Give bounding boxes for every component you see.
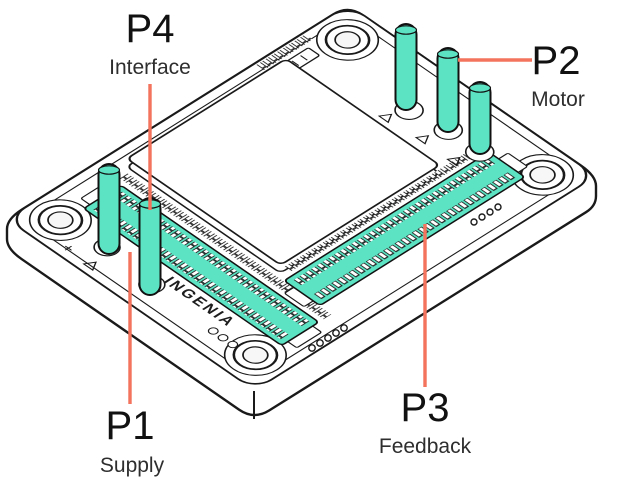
p3-body [284, 152, 525, 306]
polarity-triangle [414, 135, 430, 145]
leader-lines [128, 58, 532, 404]
p1-label: P1 [106, 404, 155, 448]
rim-vias [207, 327, 239, 349]
p1-supply-pins [97, 163, 162, 296]
polarity-triangle [377, 113, 393, 124]
mounting-hole-left [28, 199, 92, 241]
polarity-triangle [446, 156, 461, 167]
p3-label: P3 [401, 386, 450, 430]
pad-row [283, 152, 474, 272]
p2-label: P2 [532, 39, 581, 83]
chip-shield-top [128, 59, 439, 264]
p2-pin [468, 81, 492, 155]
p2-sublabel: Motor [531, 88, 585, 111]
board-inner-rim [29, 19, 574, 376]
p4-label: P4 [126, 7, 175, 51]
p4-pin-row [113, 190, 311, 327]
p1-pin [97, 163, 121, 255]
p3-pin-row [313, 171, 517, 300]
edge-vias [308, 203, 502, 352]
board-top-face: + INGENIA [15, 10, 588, 385]
p2-pin [394, 23, 418, 111]
mounting-hole-bottom [223, 334, 287, 376]
p4-sublabel: Interface [109, 56, 191, 79]
p2-motor-pins [394, 23, 492, 155]
p3-feedback-connector [284, 152, 528, 307]
p2-pin [436, 47, 460, 133]
polarity-triangle [82, 261, 97, 272]
p1-pin [138, 197, 162, 296]
pad-row [119, 173, 332, 320]
p3-sublabel: Feedback [379, 435, 472, 458]
mounting-hole-right [510, 154, 575, 196]
p1-sublabel: Supply [100, 454, 165, 477]
callout-labels: P4 Interface P2 Motor P1 Supply P3 Feedb… [100, 7, 585, 477]
rim-pad-ticks [255, 34, 313, 71]
p3-pin-row [292, 157, 496, 286]
mounting-hole-top [315, 19, 380, 61]
